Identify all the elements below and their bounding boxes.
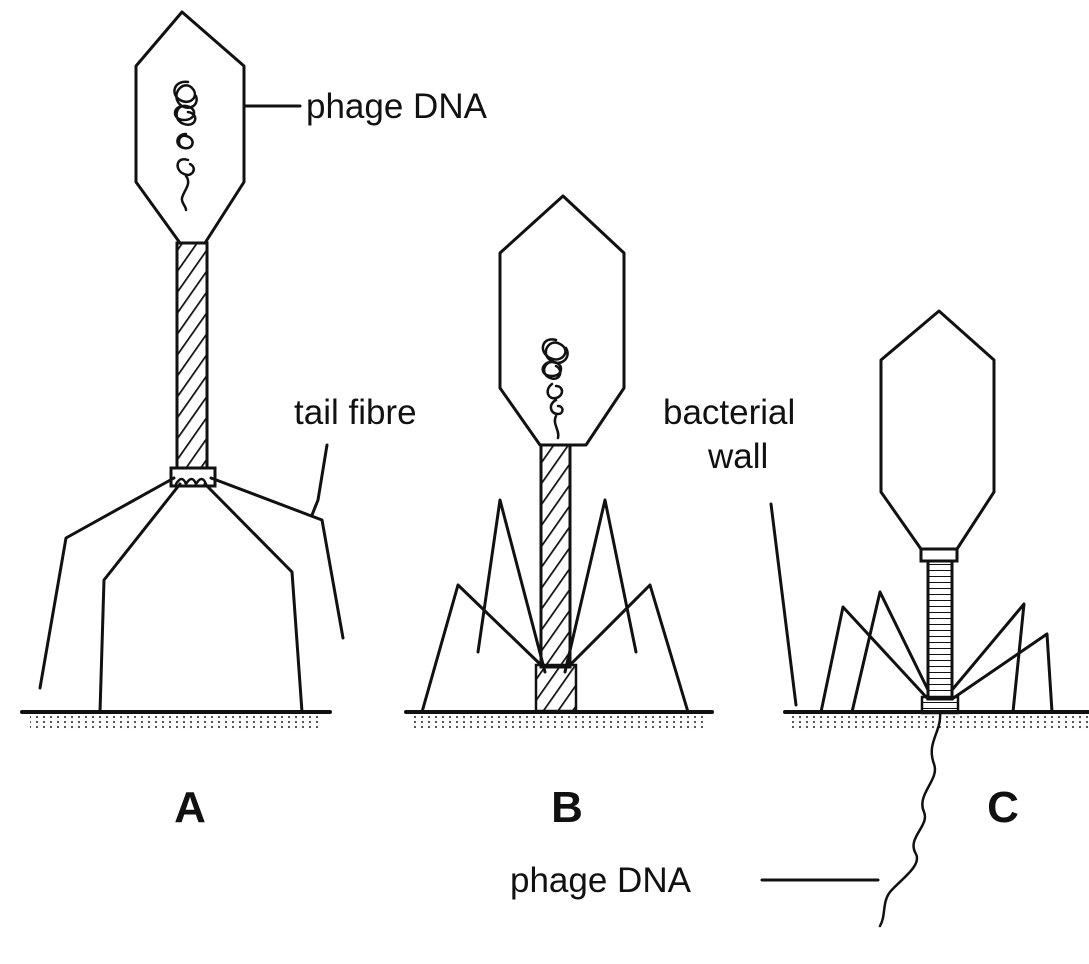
label-bacterial-wall-line1: bacterial — [663, 393, 795, 432]
label-phage-dna-top: phage DNA — [306, 87, 488, 126]
phage-b-tail — [541, 445, 570, 667]
phage-b-dna-coil — [543, 339, 568, 438]
panel-label-a: A — [174, 783, 206, 832]
phage-a-tail — [177, 243, 207, 471]
phage-c — [785, 311, 1089, 926]
phage-a — [22, 12, 343, 730]
panel-label-c: C — [987, 783, 1019, 832]
phage-c-tail — [921, 549, 957, 561]
phage-b-wall-texture — [414, 716, 706, 730]
phage-b — [406, 196, 712, 730]
phage-a-head — [136, 12, 244, 243]
label-phage-dna-top-group: phage DNA — [244, 87, 488, 126]
label-bacterial-wall-line2: wall — [707, 437, 768, 476]
leader-tail-fibre — [312, 445, 327, 515]
phage-c-injected-dna — [880, 712, 940, 926]
phage-a-dna-coil — [174, 82, 196, 210]
phage-a-wall-texture — [30, 716, 322, 730]
phage-b-baseplate — [536, 665, 576, 711]
label-tail-fibre-group: tail fibre — [294, 393, 417, 515]
phage-a-tail-fibres — [40, 478, 343, 712]
panel-label-b: B — [551, 783, 583, 832]
leader-bacterial-wall — [771, 504, 796, 705]
phage-c-contracted-sheath — [928, 561, 952, 699]
label-phage-dna-bottom: phage DNA — [510, 861, 692, 900]
label-phage-dna-bottom-group: phage DNA — [510, 861, 878, 900]
label-bacterial-wall-group: bacterial wall — [663, 393, 796, 705]
phage-c-head — [881, 311, 994, 549]
label-tail-fibre: tail fibre — [294, 393, 417, 432]
